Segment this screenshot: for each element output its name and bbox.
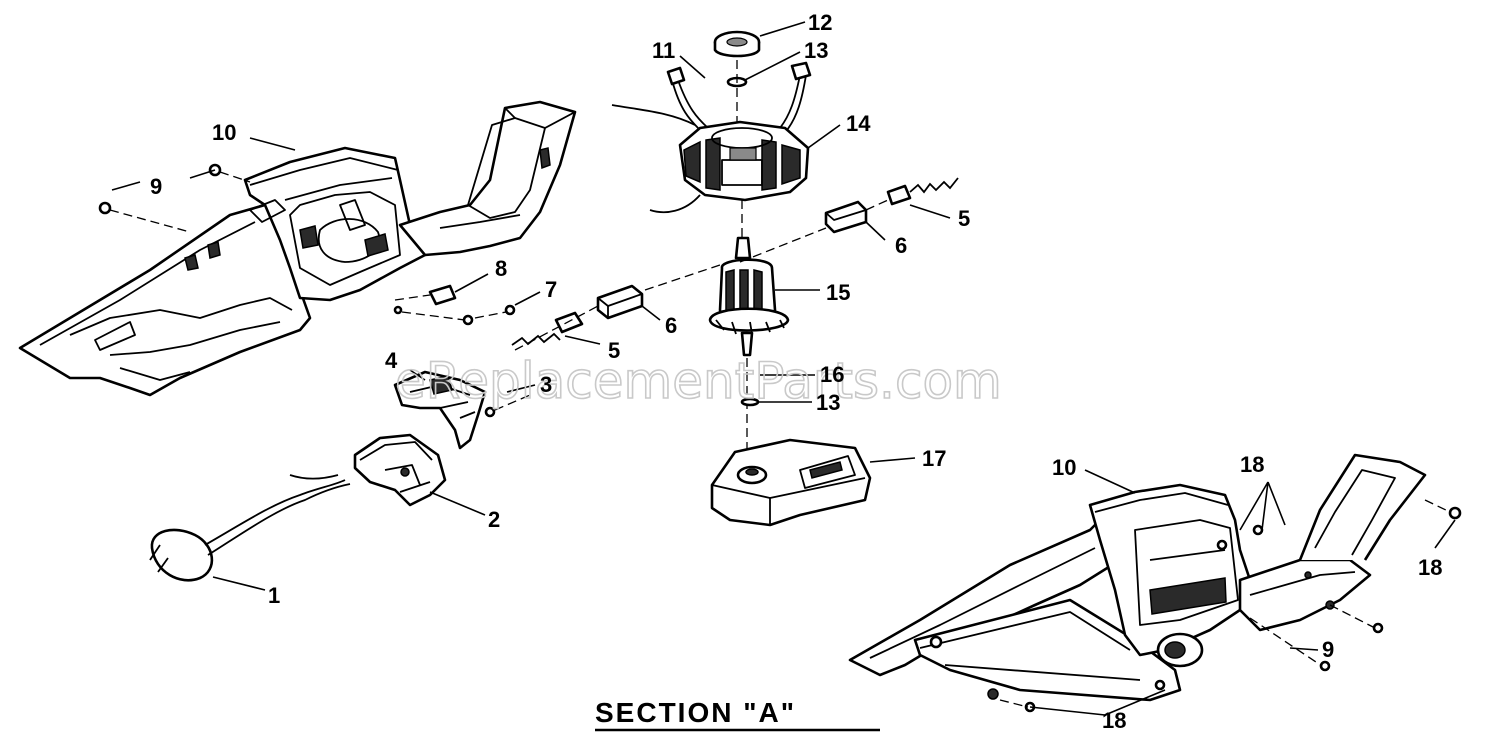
leader-lines (111, 21, 1456, 716)
callout-18-bottom: 18 (1102, 708, 1126, 733)
callout-10-left: 10 (212, 120, 236, 145)
field-assembly-part-14[interactable] (611, 61, 812, 214)
callout-18-right: 18 (1418, 555, 1442, 580)
gear-housing-part-17[interactable] (710, 438, 872, 527)
callout-13-bottom: 13 (816, 390, 840, 415)
callout-17: 17 (922, 446, 946, 471)
callout-12: 12 (808, 10, 832, 35)
callout-6-right: 6 (895, 233, 907, 258)
left-housing-half[interactable] (18, 100, 577, 397)
brush-spring-left[interactable] (511, 304, 601, 351)
callout-6-left: 6 (665, 313, 677, 338)
switch-part-4[interactable] (393, 370, 487, 450)
callout-9-right: 9 (1322, 637, 1334, 662)
screw-9-left[interactable] (98, 163, 251, 233)
callout-2: 2 (488, 507, 500, 532)
callout-5-right: 5 (958, 206, 970, 231)
callout-14: 14 (846, 111, 871, 136)
callout-13-top: 13 (804, 38, 828, 63)
callout-1: 1 (268, 583, 280, 608)
callout-9-left: 9 (150, 174, 162, 199)
callout-15: 15 (826, 280, 850, 305)
power-cord-part-1[interactable] (149, 474, 351, 582)
callout-18-top: 18 (1240, 452, 1264, 477)
callout-11: 11 (652, 38, 675, 63)
watermark-text: eReplacementParts.com (395, 352, 1002, 410)
bearing-cap-part-12[interactable] (713, 30, 761, 58)
callout-10-right: 10 (1052, 455, 1076, 480)
switch-spring-parts[interactable] (393, 284, 516, 326)
callout-16: 16 (820, 362, 844, 387)
section-title-group: SECTION "A" (595, 697, 880, 732)
callout-4: 4 (385, 348, 398, 373)
callout-8: 8 (495, 256, 507, 281)
strain-relief-part-2[interactable] (353, 433, 447, 507)
callout-numbers: 1 2 3 4 5 5 6 6 7 8 9 9 10 10 11 12 13 1… (150, 10, 1442, 733)
callout-7: 7 (545, 277, 557, 302)
screws-18-right[interactable] (999, 499, 1462, 713)
armature-part-15[interactable] (708, 236, 790, 357)
section-title: SECTION "A" (595, 697, 796, 728)
callout-5-left: 5 (608, 338, 620, 363)
screw-3[interactable] (484, 394, 531, 418)
brush-holder-left[interactable] (596, 264, 721, 320)
brush-spring-right[interactable] (865, 177, 959, 211)
brush-holder-right[interactable] (739, 200, 868, 263)
right-housing-half[interactable] (848, 453, 1427, 702)
callout-3: 3 (540, 372, 552, 397)
